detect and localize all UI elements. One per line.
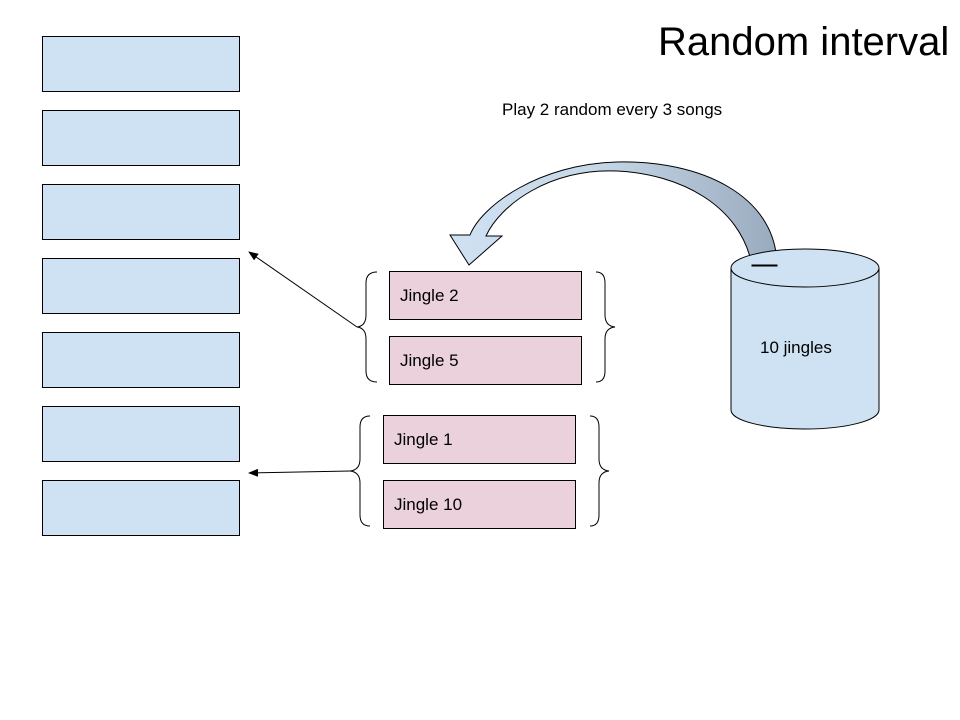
jingle-box: Jingle 1 xyxy=(383,415,576,464)
group-1-right-brace xyxy=(595,271,616,383)
rule-description: Play 2 random every 3 songs xyxy=(502,100,723,119)
playlist-slot xyxy=(42,110,240,166)
jingle-pool-cylinder xyxy=(730,248,880,430)
group-2-left-brace xyxy=(349,415,371,527)
jingle-box: Jingle 10 xyxy=(383,480,576,529)
curved-arrow-tail xyxy=(751,264,778,267)
playlist-slot xyxy=(42,480,240,536)
playlist-slot xyxy=(42,332,240,388)
group-1-insert-arrow xyxy=(248,251,358,328)
diagram-title: Random interval xyxy=(658,20,950,64)
playlist-slot xyxy=(42,184,240,240)
jingle-pool-label: 10 jingles xyxy=(760,338,832,357)
jingle-box: Jingle 5 xyxy=(389,336,582,385)
group-2-insert-arrow xyxy=(248,468,351,477)
jingle-box: Jingle 2 xyxy=(389,271,582,320)
playlist-slot xyxy=(42,406,240,462)
curved-arrow xyxy=(449,161,778,266)
group-1-left-brace xyxy=(356,271,378,383)
playlist-slot xyxy=(42,36,240,92)
group-2-right-brace xyxy=(589,415,610,527)
playlist-slot xyxy=(42,258,240,314)
